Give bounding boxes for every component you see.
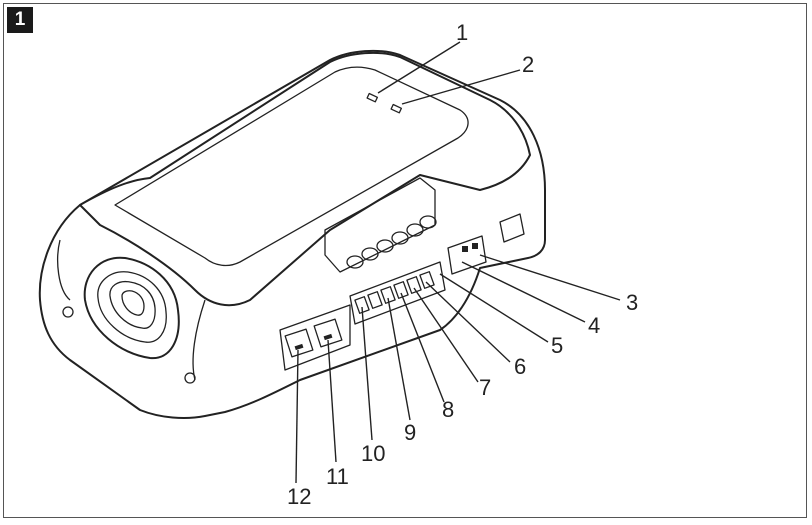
rj-connectors	[284, 318, 343, 358]
device-body	[38, 49, 546, 419]
callout-6: 6	[514, 354, 526, 379]
leader-lines	[295, 41, 621, 484]
callout-7: 7	[479, 375, 491, 400]
callout-4: 4	[588, 313, 600, 338]
callout-1: 1	[456, 20, 468, 45]
callout-5: 5	[551, 333, 563, 358]
small-connector	[447, 235, 487, 275]
speaker-grille	[83, 256, 180, 360]
callout-9: 9	[404, 420, 416, 445]
figure-frame	[3, 3, 807, 518]
callout-2: 2	[522, 52, 534, 77]
callout-8: 8	[442, 397, 454, 422]
status-leds	[366, 92, 403, 114]
mounting-hole-left	[62, 306, 74, 318]
cable-glands	[346, 215, 437, 269]
callout-11: 11	[326, 464, 349, 489]
terminal-block	[349, 261, 446, 325]
callout-3: 3	[626, 290, 638, 315]
callout-12: 12	[287, 484, 311, 509]
callout-10: 10	[361, 441, 385, 466]
callout-labels: 1 2 3 4 5 6 7 8 9 10 11 12	[287, 20, 638, 509]
figure-number-badge: 1	[7, 7, 33, 33]
